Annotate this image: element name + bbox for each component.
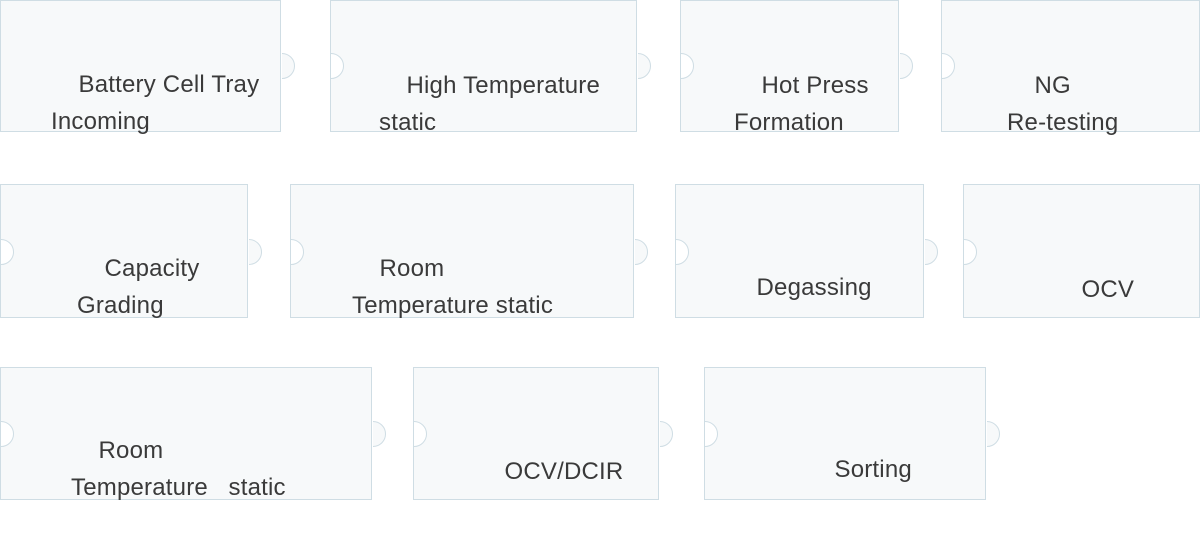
connector-tab-icon (1188, 53, 1200, 79)
step-label-line1: Sorting (834, 456, 912, 483)
connector-notch-icon (942, 53, 955, 79)
connector-tab-icon (638, 53, 651, 79)
step-label-line2: Temperature static (352, 292, 554, 319)
step-label-line1: Battery Cell Tray (78, 71, 260, 98)
step-label-line2: static (379, 109, 437, 136)
step-label-line1: High Temperature (406, 72, 601, 99)
process-step-sorting: Sorting (704, 367, 1000, 500)
connector-tab-icon (660, 421, 673, 447)
connector-notch-icon (1, 239, 14, 265)
connector-tab-icon (900, 53, 913, 79)
connector-tab-icon (987, 421, 1000, 447)
connector-tab-icon (925, 239, 938, 265)
step-label-line1: Room (98, 437, 164, 464)
process-step-high-temperature-static: High Temperature static (330, 0, 651, 136)
step-label-line2: Re-testing (1007, 109, 1119, 136)
connector-notch-icon (414, 421, 427, 447)
connector-notch-icon (291, 239, 304, 265)
connector-tab-icon (373, 421, 386, 447)
step-label-line1: Degassing (756, 274, 872, 301)
connector-notch-icon (676, 239, 689, 265)
step-label-line1: OCV/DCIR (504, 458, 624, 485)
step-label-line1: Hot Press (761, 72, 869, 99)
connector-notch-icon (964, 239, 977, 265)
connector-notch-icon (705, 421, 718, 447)
connector-notch-icon (1, 421, 14, 447)
process-step-ocv: OCV (963, 184, 1200, 318)
step-label-line2: Temperature static (71, 474, 286, 501)
process-step-ocv-dcir: OCV/DCIR (413, 367, 673, 500)
step-label-line2: Grading (77, 292, 164, 319)
step-label-line1: NG (1034, 72, 1071, 99)
connector-notch-icon (331, 53, 344, 79)
step-label-line1: OCV (1081, 276, 1135, 303)
step-label-line1: Capacity (104, 255, 200, 282)
connector-tab-icon (249, 239, 262, 265)
process-step-ng-re-testing: NG Re-testing (941, 0, 1200, 136)
step-label-line1: Room (379, 255, 445, 282)
step-label-line2: Incoming (51, 108, 150, 135)
step-label-line2: Formation (734, 109, 844, 136)
process-step-degassing: Degassing (675, 184, 938, 318)
connector-notch-icon (681, 53, 694, 79)
connector-tab-icon (282, 53, 295, 79)
connector-tab-icon (635, 239, 648, 265)
